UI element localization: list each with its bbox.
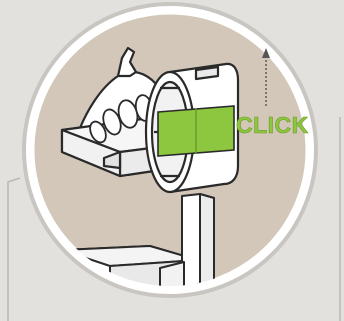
click-label: CLICK (236, 114, 309, 137)
